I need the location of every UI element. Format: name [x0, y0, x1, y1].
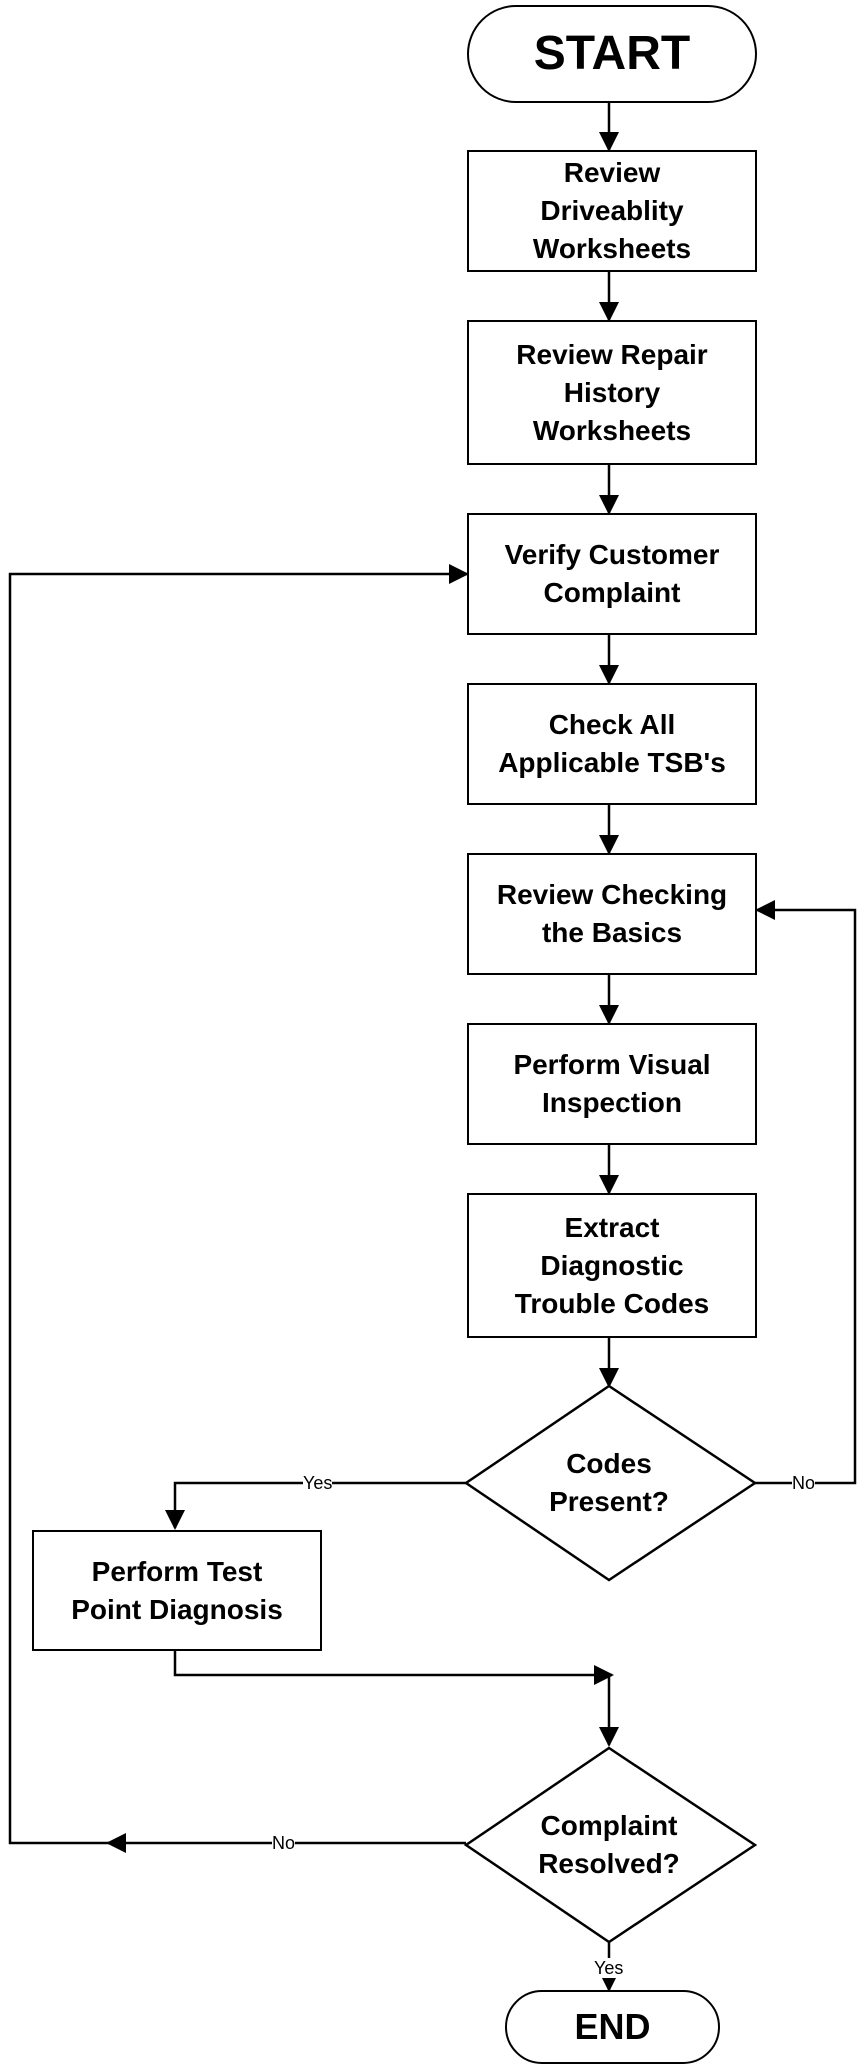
edge-codes-yes: [165, 1481, 466, 1530]
start-label: START: [533, 27, 691, 80]
verify-complaint-label: Verify Customer Complaint: [504, 539, 720, 608]
codes-present-label: Codes Present?: [549, 1448, 669, 1517]
edge-resolved-loop: [8, 564, 469, 1845]
test-point-box: Perform Test Point Diagnosis: [32, 1530, 322, 1651]
edge-codes-no: [755, 900, 857, 1485]
visual-inspection-label: Perform Visual Inspection: [513, 1049, 711, 1118]
resolved-no-label: No: [272, 1833, 296, 1853]
codes-yes-label: Yes: [303, 1473, 333, 1493]
check-tsb-box: Check All Applicable TSB's: [467, 683, 757, 805]
edge-testpoint-to-merge: [173, 1651, 614, 1685]
extract-codes-label: Extract Diagnostic Trouble Codes: [514, 1211, 710, 1319]
start-terminal: START: [467, 5, 757, 103]
complaint-resolved-diamond: [463, 1746, 758, 1944]
resolved-yes-label: Yes: [594, 1958, 624, 1978]
codes-present-diamond: [463, 1384, 758, 1582]
review-driveability-label: Review Driveablity Worksheets: [532, 157, 692, 264]
complaint-resolved-label-wrap: Complaint Resolved?: [500, 1795, 718, 1895]
review-repair-label: Review Repair History Worksheets: [516, 338, 708, 446]
test-point-label: Perform Test Point Diagnosis: [71, 1555, 283, 1625]
end-terminal: END: [505, 1990, 720, 2064]
codes-present-label-wrap: Codes Present?: [500, 1433, 718, 1533]
review-basics-box: Review Checking the Basics: [467, 853, 757, 975]
complaint-resolved-label: Complaint Resolved?: [538, 1810, 680, 1879]
review-driveability-box: Review Driveablity Worksheets: [467, 150, 757, 272]
review-repair-box: Review Repair History Worksheets: [467, 320, 757, 465]
verify-complaint-box: Verify Customer Complaint: [467, 513, 757, 635]
codes-no-label: No: [792, 1473, 816, 1493]
visual-inspection-box: Perform Visual Inspection: [467, 1023, 757, 1145]
check-tsb-label: Check All Applicable TSB's: [498, 709, 726, 778]
end-label: END: [574, 2006, 651, 2047]
review-basics-label: Review Checking the Basics: [496, 879, 728, 948]
extract-codes-box: Extract Diagnostic Trouble Codes: [467, 1193, 757, 1338]
